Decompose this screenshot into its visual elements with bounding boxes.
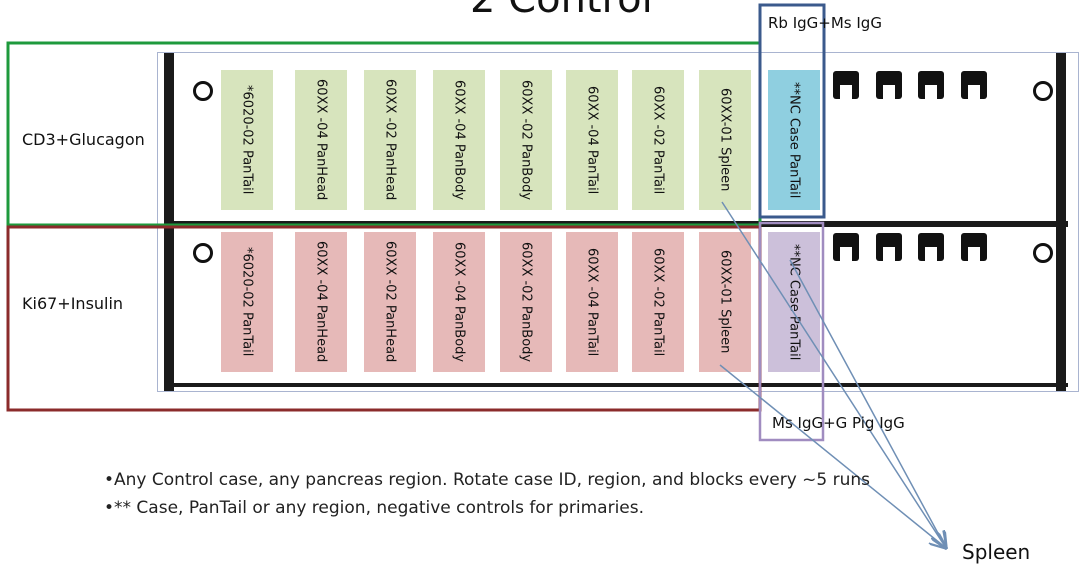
slide-row2-5: 60XX -02 PanBody <box>500 232 552 372</box>
slide-row2-9: **NC Case PanTail <box>768 232 820 372</box>
note-2: •** Case, PanTail or any region, negativ… <box>104 498 645 518</box>
slide-row1-2: 60XX -04 PanHead <box>295 70 347 210</box>
slide-row1-7: 60XX -02 PanTail <box>632 70 684 210</box>
slide-row2-1: *6020-02 PanTail <box>221 232 273 372</box>
row1-label: CD3+Glucagon <box>22 130 145 149</box>
row2-label: Ki67+Insulin <box>22 294 124 313</box>
slide-row1-4: 60XX -04 PanBody <box>433 70 485 210</box>
top-group-label: Rb IgG+Ms IgG <box>768 14 882 32</box>
slide-row2-7: 60XX -02 PanTail <box>632 232 684 372</box>
arrow-row1-spleen <box>721 201 946 548</box>
slide-row2-3: 60XX -02 PanHead <box>364 232 416 372</box>
slide-row1-1: *6020-02 PanTail <box>221 70 273 210</box>
slide-row1-5: 60XX -02 PanBody <box>500 70 552 210</box>
nc-top-box <box>758 3 826 219</box>
slide-row2-2: 60XX -04 PanHead <box>295 232 347 372</box>
nc-bottom-box <box>758 221 825 442</box>
slide-row1-8: 60XX-01 Spleen <box>699 70 751 210</box>
arrow-row2-spleen <box>719 364 946 548</box>
page-title: 2 Control <box>470 0 653 22</box>
slide-row1-9: **NC Case PanTail <box>768 70 820 210</box>
slide-row1-3: 60XX -02 PanHead <box>364 70 416 210</box>
bottom-group-label: Ms IgG+G Pig IgG <box>772 414 905 432</box>
slide-row2-8: 60XX-01 Spleen <box>699 232 751 372</box>
slide-row2-4: 60XX -04 PanBody <box>433 232 485 372</box>
row2-group-box <box>6 225 762 412</box>
spleen-label: Spleen <box>962 540 1031 564</box>
slide-row2-6: 60XX -04 PanTail <box>566 232 618 372</box>
slide-row1-6: 60XX -04 PanTail <box>566 70 618 210</box>
arrow-nc-spleen <box>789 259 946 548</box>
note-1: •Any Control case, any pancreas region. … <box>104 470 871 490</box>
